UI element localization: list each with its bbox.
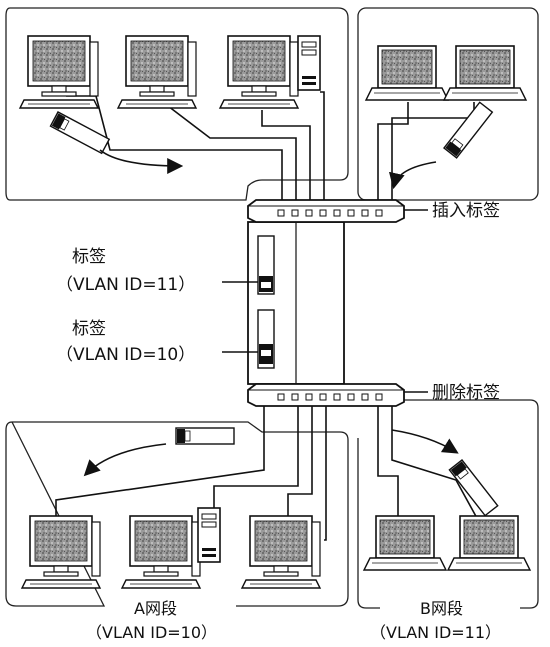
data-frame-icon: [176, 428, 234, 444]
segment-b-bottom-zone: [358, 400, 538, 608]
flow-arrow: [394, 162, 436, 186]
laptop-icon: [364, 516, 446, 570]
tower-computer-icon: [198, 508, 220, 562]
segment-a-vlan: （VLAN ID=10）: [86, 623, 217, 642]
desktop-computer-icon: [118, 36, 196, 108]
top-switch: [248, 200, 404, 222]
tag-lower-title: 标签: [72, 319, 106, 339]
desktop-computer-icon: [220, 36, 298, 108]
tag-upper-vlan: （VLAN ID=11）: [56, 275, 195, 295]
segment-b-top-zone: [358, 8, 538, 200]
segment-b-title: B网段: [420, 599, 463, 618]
desktop-computer-icon: [242, 516, 320, 588]
tower-computer-icon: [298, 36, 320, 90]
flow-arrow: [392, 430, 456, 452]
desktop-computer-icon: [122, 516, 200, 588]
insert-tag-label: 插入标签: [432, 201, 500, 221]
data-frame-icon: [449, 460, 497, 516]
tag-lower-vlan: （VLAN ID=10）: [56, 345, 195, 365]
data-frame-icon: [444, 102, 492, 158]
flow-arrow: [86, 444, 166, 474]
tag-frame-lower: [258, 310, 274, 368]
segment-a-title: A网段: [134, 599, 177, 618]
segment-a-bottom-zone: [6, 422, 348, 606]
laptop-icon: [366, 46, 448, 100]
data-frame-icon: [50, 112, 109, 153]
tag-frame-upper: [258, 236, 274, 294]
segment-b-vlan: （VLAN ID=11）: [370, 623, 501, 642]
bottom-switch: [248, 384, 404, 406]
remove-tag-label: 删除标签: [432, 383, 500, 403]
tag-upper-title: 标签: [72, 247, 106, 267]
laptop-icon: [444, 46, 526, 100]
laptop-icon: [448, 516, 530, 570]
desktop-computer-icon: [20, 36, 98, 108]
flow-arrow: [100, 150, 180, 166]
desktop-computer-icon: [22, 516, 100, 588]
